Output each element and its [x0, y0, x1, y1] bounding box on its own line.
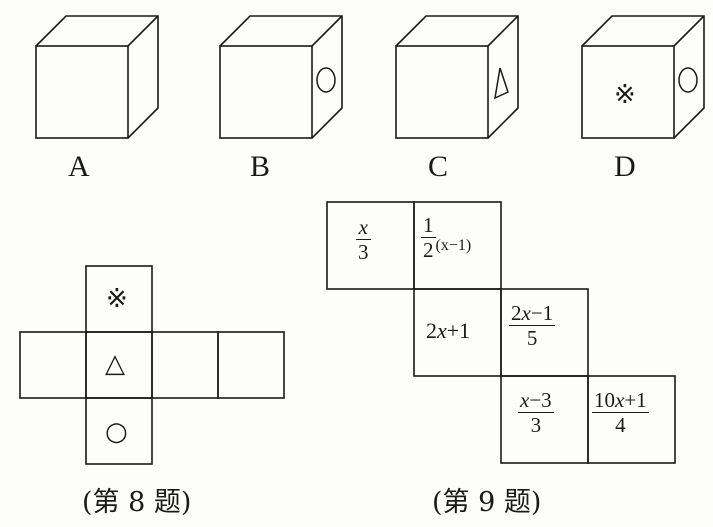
net9-cell-5: x−3 3 [518, 388, 554, 438]
net-problem-9 [326, 201, 676, 464]
caption-problem-9: (第 9 题) [432, 487, 542, 518]
cube-a [35, 15, 159, 139]
cube-c-triangle-mark [494, 67, 509, 100]
cube-d-circle-mark [678, 67, 698, 93]
net9-cell-6: 10x+1 4 [592, 388, 649, 438]
cube-b-circle-mark [316, 67, 336, 93]
net9-cell-1: x 3 [356, 215, 371, 265]
cube-c [395, 15, 519, 139]
cube-d [581, 15, 705, 139]
caption-problem-8: (第 8 题) [82, 487, 192, 518]
option-b-label: B [250, 150, 271, 183]
cube-b [219, 15, 343, 139]
net8-middle-symbol: △ [105, 349, 125, 379]
net-problem-8 [19, 265, 285, 465]
net9-cell-3: 2x+1 [426, 318, 471, 343]
cube-d-front-symbol: ※ [614, 80, 636, 110]
net9-cell-2: 1 2 (x−1) [421, 213, 472, 263]
net8-top-symbol: ※ [106, 284, 128, 314]
net9-cell-4: 2x−1 5 [509, 301, 556, 351]
option-a-label: A [68, 150, 90, 183]
option-c-label: C [428, 150, 449, 183]
net8-bottom-symbol: ○ [105, 417, 128, 447]
option-d-label: D [614, 150, 636, 183]
